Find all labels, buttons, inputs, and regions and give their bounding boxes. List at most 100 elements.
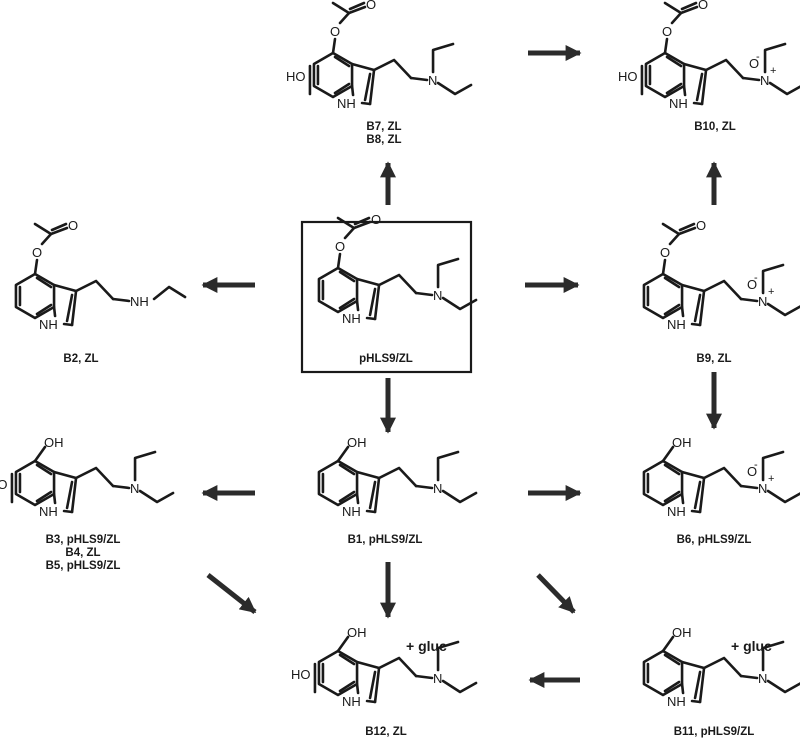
ethyl-chain xyxy=(74,279,115,301)
bond xyxy=(698,476,706,514)
positive-charge: + xyxy=(768,473,774,485)
oh-label: OH xyxy=(347,435,367,450)
n-amine-label: N xyxy=(433,671,442,686)
oh-label: OH xyxy=(672,625,692,640)
ethyl-group xyxy=(441,679,478,694)
bond xyxy=(365,509,377,514)
reaction-arrow-b3b5-to-b12 xyxy=(206,573,257,614)
benzene-ring xyxy=(642,459,684,507)
double-bond xyxy=(65,480,74,510)
bond xyxy=(111,297,131,303)
bond xyxy=(661,258,667,276)
double-bond xyxy=(693,293,702,323)
ethyl-group xyxy=(761,263,785,295)
arrows xyxy=(201,44,723,689)
bond xyxy=(670,11,683,25)
bond xyxy=(365,316,377,321)
bond xyxy=(409,76,429,82)
reaction-arrow-b1-to-b11 xyxy=(536,573,576,614)
bond xyxy=(40,232,53,246)
double-bond xyxy=(663,463,681,476)
double-bond xyxy=(368,480,377,510)
ethyl-group xyxy=(766,302,800,317)
bond xyxy=(365,699,377,704)
ho-label: HO xyxy=(286,69,306,84)
nh-label: NH xyxy=(667,694,686,709)
benzene-ring xyxy=(14,459,56,507)
bond xyxy=(661,445,675,463)
double-bond xyxy=(333,82,351,95)
oh-label: OH xyxy=(44,435,64,450)
compound-b3b5-label-1: B4, ZL xyxy=(65,547,100,559)
double-bond xyxy=(35,463,53,476)
bond xyxy=(698,666,706,704)
ethyl-chain xyxy=(704,58,745,80)
bond xyxy=(373,666,381,704)
double-bond xyxy=(663,680,681,693)
double-bond xyxy=(338,297,356,310)
double-bond xyxy=(338,653,356,666)
compound-parent-label-0: pHLS9/ZL xyxy=(359,353,413,365)
n-amine-label: N xyxy=(433,481,442,496)
bond xyxy=(355,492,360,505)
bond xyxy=(739,674,759,680)
ethyl-chain xyxy=(702,279,743,301)
parent-compound-frame xyxy=(300,220,473,374)
ethyl-group xyxy=(441,489,478,504)
bond xyxy=(690,509,702,514)
n-amine-label: N xyxy=(758,481,767,496)
bond xyxy=(680,492,685,505)
bond xyxy=(343,226,356,240)
double-bond xyxy=(338,270,356,283)
double-bond xyxy=(663,303,681,316)
compound-b1-label-0: B1, pHLS9/ZL xyxy=(348,534,423,546)
n-amine-label: N xyxy=(760,73,769,88)
double-bond xyxy=(368,670,377,700)
n-amine-label: N xyxy=(758,671,767,686)
nh-label: NH xyxy=(669,96,688,111)
bond xyxy=(338,11,351,25)
double-bond xyxy=(665,55,683,68)
nh-amine-label: NH xyxy=(130,294,149,309)
double-bond xyxy=(338,490,356,503)
benzene-ring xyxy=(642,272,684,320)
ethyl-group xyxy=(761,450,785,482)
bond xyxy=(52,492,57,505)
compound-b10-label-0: B10, ZL xyxy=(694,121,736,133)
double-bond xyxy=(695,72,704,102)
double-bond xyxy=(35,303,53,316)
ethyl-chain xyxy=(74,466,115,488)
compound-b2-label-0: B2, ZL xyxy=(63,353,98,365)
benzene-ring xyxy=(317,266,359,314)
nh-label: NH xyxy=(667,317,686,332)
double-bond xyxy=(678,222,696,232)
o-ester-label: O xyxy=(32,245,42,260)
methyl-bond xyxy=(33,222,53,236)
bond xyxy=(33,258,39,276)
ethyl-group xyxy=(436,640,460,672)
ho-label: HO xyxy=(291,667,311,682)
nh-label: NH xyxy=(342,694,361,709)
bond xyxy=(663,37,669,55)
ethyl-group xyxy=(436,450,460,482)
double-bond xyxy=(663,490,681,503)
bond xyxy=(661,635,675,653)
n-amine-label: N xyxy=(758,294,767,309)
ethyl-group xyxy=(766,679,800,694)
ethyl-chain xyxy=(702,466,743,488)
double-bond xyxy=(338,463,356,476)
double-bond xyxy=(663,276,681,289)
benzene-ring xyxy=(642,649,684,697)
n-amine-label: N xyxy=(130,481,139,496)
bond xyxy=(355,682,360,695)
bond xyxy=(373,476,381,514)
double-bond xyxy=(333,55,351,68)
compound-b12-label-0: B12, ZL xyxy=(365,726,407,738)
methyl-bond xyxy=(663,1,683,15)
nh-label: NH xyxy=(39,504,58,519)
